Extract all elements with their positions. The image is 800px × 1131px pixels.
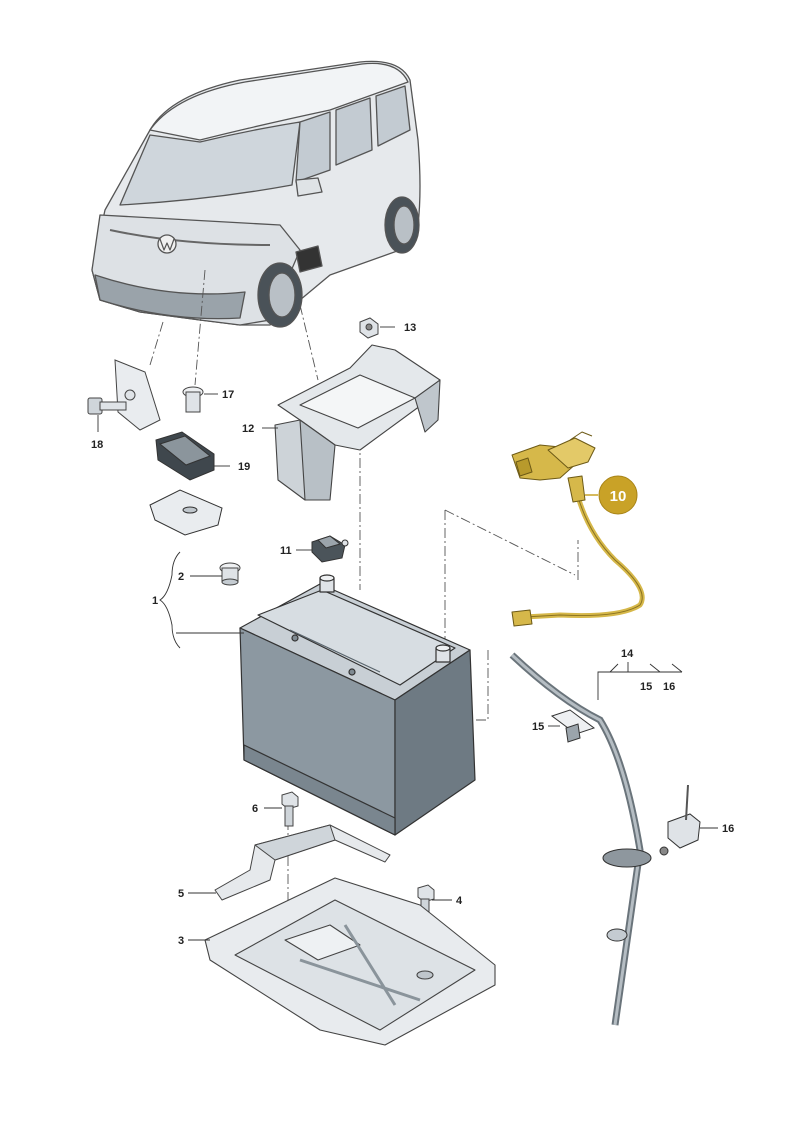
callout-19[interactable]: 19: [238, 461, 250, 473]
callout-labels: 13 17 18 12 19 11 2 1 6 5 4 3 15 16 14 1…: [91, 322, 734, 947]
bolt-18-icon: [87, 359, 161, 431]
battery-cable-10-icon: [511, 431, 645, 627]
callout-4[interactable]: 4: [456, 895, 463, 907]
callout-1[interactable]: 1: [152, 595, 158, 607]
callout-16-strap[interactable]: 16: [722, 823, 734, 835]
battery-bracket-12-icon: [274, 344, 441, 501]
bracket-5-icon: [214, 824, 391, 901]
battery-icon: [239, 574, 476, 836]
callout-15-strap[interactable]: 15: [532, 721, 544, 733]
callout-leaders: [97, 326, 718, 941]
pin-17-icon: [182, 386, 204, 413]
callout-3[interactable]: 3: [178, 935, 184, 947]
vent-plug-2-icon: [219, 562, 241, 586]
nut-13-icon: [359, 317, 379, 339]
callout-13[interactable]: 13: [404, 322, 416, 334]
callout-6[interactable]: 6: [252, 803, 258, 815]
highlight-badge-10[interactable]: 10: [598, 475, 638, 515]
bolt-6-icon: [281, 791, 299, 827]
clip-19-icon: [149, 431, 223, 536]
clip-15-icon: [550, 709, 596, 743]
van-icon: [91, 60, 421, 328]
callout-18[interactable]: 18: [91, 439, 103, 451]
fastener-16-icon: [659, 784, 701, 856]
callout-14[interactable]: 14: [621, 648, 634, 660]
strap-14-icon: [509, 652, 652, 1026]
callout-11[interactable]: 11: [280, 545, 292, 557]
callout-10-label: 10: [610, 488, 627, 505]
battery-tray-3-icon: [204, 877, 496, 1046]
callout-5[interactable]: 5: [178, 888, 184, 900]
callout-12[interactable]: 12: [242, 423, 254, 435]
callout-14-sub-15[interactable]: 15: [640, 681, 652, 693]
callout-17[interactable]: 17: [222, 389, 234, 401]
callout-14-sub-16[interactable]: 16: [663, 681, 675, 693]
terminal-clamp-11-icon: [311, 535, 349, 563]
callout-2[interactable]: 2: [178, 571, 184, 583]
